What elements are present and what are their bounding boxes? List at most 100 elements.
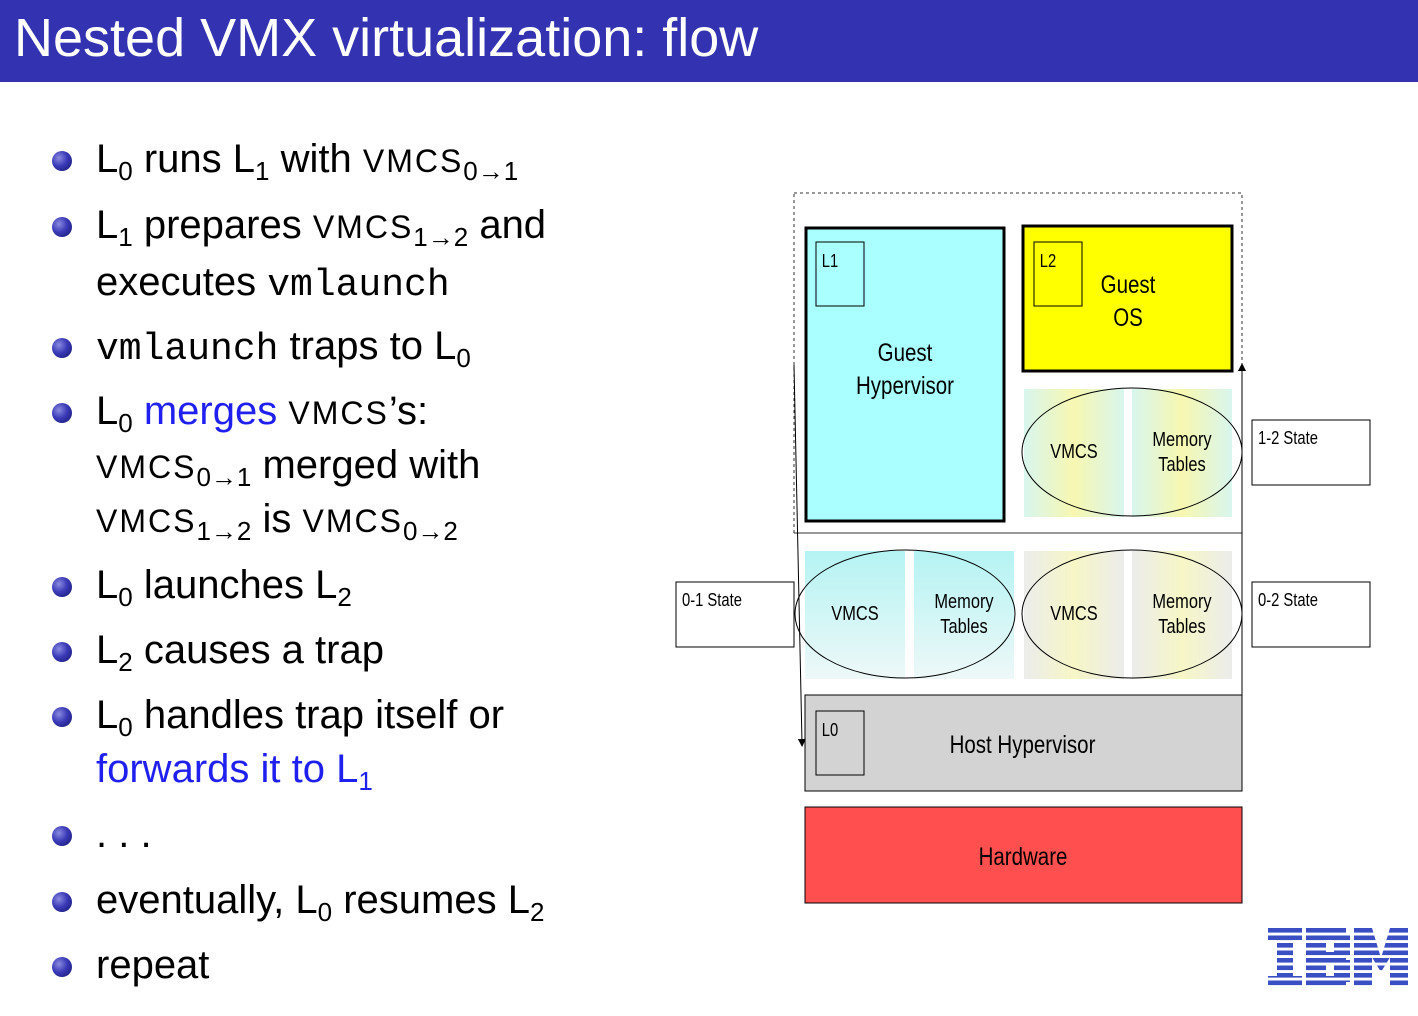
bullet-text-part: executes xyxy=(96,260,268,304)
bullet-text-part: 1 xyxy=(118,222,133,252)
bullet-text-part xyxy=(277,389,288,433)
bullet-text-part: 0 xyxy=(118,582,133,612)
bullet-text-part: 1→2 xyxy=(196,516,252,546)
l0-tag-box xyxy=(815,710,865,776)
bullet-text-part: L xyxy=(96,563,119,607)
l1-tag-box xyxy=(815,241,865,307)
bullet-text-part: VMCS xyxy=(312,209,414,245)
state02-box xyxy=(1251,581,1371,648)
bullet-text-part: with xyxy=(269,137,363,181)
state01-box xyxy=(675,581,795,648)
ibm-logo-icon xyxy=(1268,928,1408,988)
vmcs12-label: VMCS xyxy=(1050,441,1098,463)
bullet-text: forwards it to L1 xyxy=(96,745,373,796)
hardware-box xyxy=(804,806,1243,904)
bullet-text: L0 handles trap itself or xyxy=(96,691,504,742)
bullet-text-part: forwards it to L xyxy=(96,747,359,791)
bullet-text-part: prepares xyxy=(132,203,313,247)
bullet-text-part: 0→1 xyxy=(463,156,519,186)
bullet-text-part: 0→1 xyxy=(196,462,252,492)
memtables12-label: Memory Tables xyxy=(1152,429,1212,476)
bullet-text-part: causes a trap xyxy=(132,628,384,672)
l2-tag-box xyxy=(1033,241,1083,307)
bullet-text-part: . . . xyxy=(96,812,152,856)
state12-box xyxy=(1251,419,1371,486)
bullet-text: VMCS0→1 merged with xyxy=(96,441,480,491)
bullet-text: vmlaunch traps to L0 xyxy=(96,322,471,374)
bullet-text-part: vmlaunch xyxy=(96,328,279,371)
vmcs02-bg xyxy=(1024,551,1124,679)
flow-arrow-left xyxy=(793,364,806,747)
bullet-text-part: ’s: xyxy=(388,389,429,433)
vmcs01-ellipse xyxy=(794,549,1016,679)
title-bar: Nested VMX virtualization: flow xyxy=(0,0,1418,82)
bullet-text-part: and xyxy=(468,203,547,247)
bullet-text: repeat xyxy=(96,941,209,989)
bullet-text-part: resumes L xyxy=(332,878,530,922)
bullet-text-part: VMCS xyxy=(288,395,389,431)
bullet-text-part: traps to L xyxy=(278,324,457,368)
bullet-icon xyxy=(52,826,72,846)
bullet-text-part: 2 xyxy=(529,897,545,927)
bullet-text-part: 1→2 xyxy=(413,222,469,252)
bullet-text-part: 0 xyxy=(118,712,133,742)
memtables02-label: Memory Tables xyxy=(1152,591,1212,638)
bullet-text: eventually, L0 resumes L2 xyxy=(96,876,545,927)
host-hypervisor-box xyxy=(804,694,1243,792)
host-hypervisor-label: Host Hypervisor xyxy=(949,731,1096,759)
state02-label: 0-2 State xyxy=(1258,590,1318,610)
bullet-text-part: 2 xyxy=(118,647,133,677)
bullet-text-part: 0 xyxy=(456,343,471,373)
bullet-icon xyxy=(52,707,72,727)
state01-label: 0-1 State xyxy=(682,590,742,610)
bullet-text-part xyxy=(133,389,144,433)
bullet-text-part: L xyxy=(96,693,119,737)
bullet-icon xyxy=(52,957,72,977)
bullet-text-part: launches L xyxy=(132,563,338,607)
hardware-label: Hardware xyxy=(978,843,1068,871)
bullet-text-part: 0→2 xyxy=(402,516,458,546)
bullet-text: . . . xyxy=(96,810,152,858)
guest-os-box xyxy=(1021,224,1234,373)
guest-os-label: Guest OS xyxy=(1100,271,1156,332)
bullet-text-part: VMCS xyxy=(362,143,464,179)
bullet-text-part: vmlaunch xyxy=(267,264,450,307)
nested-vmx-diagram: L1 L2 Guest Hypervisor Guest OS VMCS Mem… xyxy=(660,185,1390,925)
bullet-text-part: merged with xyxy=(251,443,481,487)
bullet-text-part: L xyxy=(96,137,119,181)
bullet-text: L0 launches L2 xyxy=(96,561,352,612)
l2-tag: L2 xyxy=(1039,251,1057,271)
bullet-text: L2 causes a trap xyxy=(96,626,384,677)
vmcs12-bg xyxy=(1024,389,1124,517)
bullet-icon xyxy=(52,151,72,171)
bullet-text: L0 merges VMCS’s: xyxy=(96,387,428,437)
bullet-text-part: 0 xyxy=(118,156,133,186)
bullet-text-part: L xyxy=(96,628,119,672)
bullet-text: VMCS1→2 is VMCS0→2 xyxy=(96,495,458,545)
bullet-text-part: eventually, L xyxy=(96,878,318,922)
guest-hypervisor-box xyxy=(804,226,1006,523)
bullet-icon xyxy=(52,338,72,358)
bullet-icon xyxy=(52,217,72,237)
bullet-text: executes vmlaunch xyxy=(96,258,450,310)
diagram-shapes xyxy=(675,192,1371,904)
memtables01-bg xyxy=(914,551,1014,679)
bullet-icon xyxy=(52,642,72,662)
bullet-text-part: 1 xyxy=(255,156,270,186)
bullet-text: L0 runs L1 with VMCS0→1 xyxy=(96,135,518,185)
bullet-text-part: runs L xyxy=(132,137,256,181)
bullet-text-part: repeat xyxy=(96,943,210,987)
vmcs01-label: VMCS xyxy=(831,603,879,625)
ibm-logo xyxy=(1268,928,1408,988)
state12-label: 1-2 State xyxy=(1258,428,1318,448)
bullet-text-part: is xyxy=(251,497,303,541)
bullet-text-part: merges xyxy=(143,389,278,433)
bullet-icon xyxy=(52,403,72,423)
bullet-text-part: 0 xyxy=(317,897,333,927)
bullet-text-part: 2 xyxy=(337,582,352,612)
memtables01-label: Memory Tables xyxy=(934,591,994,638)
bullet-text-part: 1 xyxy=(358,766,373,796)
bullet-text-part: VMCS xyxy=(96,503,197,539)
slide-title: Nested VMX virtualization: flow xyxy=(14,8,759,68)
vmcs02-label: VMCS xyxy=(1050,603,1098,625)
